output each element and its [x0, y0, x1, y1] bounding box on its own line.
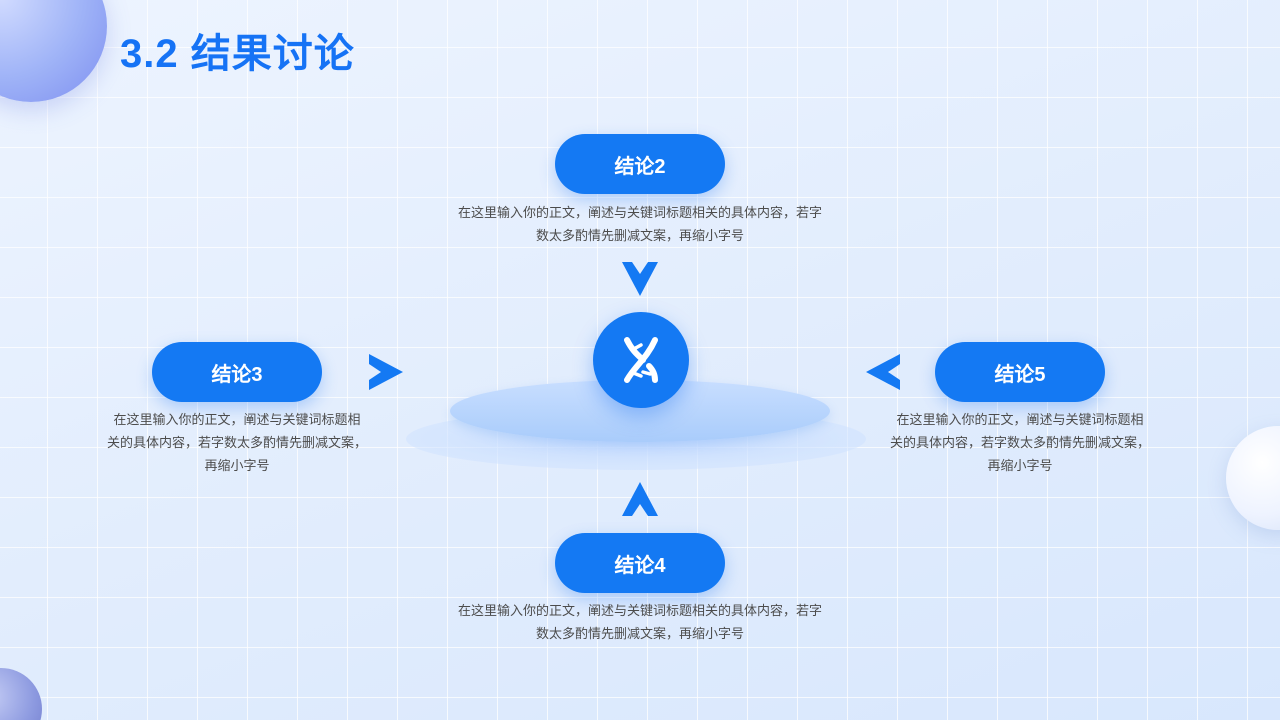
central-hub: [593, 312, 689, 408]
description-line: 在这里输入你的正文，阐述与关键词标题相关的具体内容，若字: [457, 604, 822, 619]
chevron-right-icon: [369, 354, 403, 390]
conclusion-5-button[interactable]: 结论5: [935, 342, 1105, 402]
decorative-orb-right: [1226, 426, 1280, 530]
page-title: 3.2 结果讨论: [120, 32, 355, 76]
conclusion-3-button[interactable]: 结论3: [152, 342, 322, 402]
description-line: 在这里输入你的正文，阐述与关键词标题相: [113, 413, 361, 428]
chevron-up-icon: [622, 482, 658, 516]
conclusion-2-description: 在这里输入你的正文，阐述与关键词标题相关的具体内容，若字 数太多酌情先删减文案，…: [420, 202, 860, 248]
description-line: 在这里输入你的正文，阐述与关键词标题相: [896, 413, 1144, 428]
dna-icon: [624, 337, 658, 383]
description-line: 再缩小字号: [204, 459, 270, 474]
conclusion-3-description: 在这里输入你的正文，阐述与关键词标题相 关的具体内容，若字数太多酌情先删减文案，…: [82, 409, 392, 478]
conclusion-2-button[interactable]: 结论2: [555, 134, 725, 194]
description-line: 数太多酌情先删减文案，再缩小字号: [535, 627, 744, 642]
conclusion-4-description: 在这里输入你的正文，阐述与关键词标题相关的具体内容，若字 数太多酌情先删减文案，…: [420, 600, 860, 646]
decorative-orb-bottom-left: [0, 668, 42, 720]
conclusion-4-button[interactable]: 结论4: [555, 533, 725, 593]
conclusion-5-description: 在这里输入你的正文，阐述与关键词标题相 关的具体内容，若字数太多酌情先删减文案，…: [865, 409, 1175, 478]
description-line: 关的具体内容，若字数太多酌情先删减文案，: [889, 436, 1150, 451]
chevron-left-icon: [866, 354, 900, 390]
decorative-orb-top-left: [0, 0, 107, 102]
description-line: 数太多酌情先删减文案，再缩小字号: [535, 229, 744, 244]
description-line: 关的具体内容，若字数太多酌情先删减文案，: [106, 436, 367, 451]
chevron-down-icon: [622, 262, 658, 296]
description-line: 再缩小字号: [987, 459, 1053, 474]
description-line: 在这里输入你的正文，阐述与关键词标题相关的具体内容，若字: [457, 206, 822, 221]
